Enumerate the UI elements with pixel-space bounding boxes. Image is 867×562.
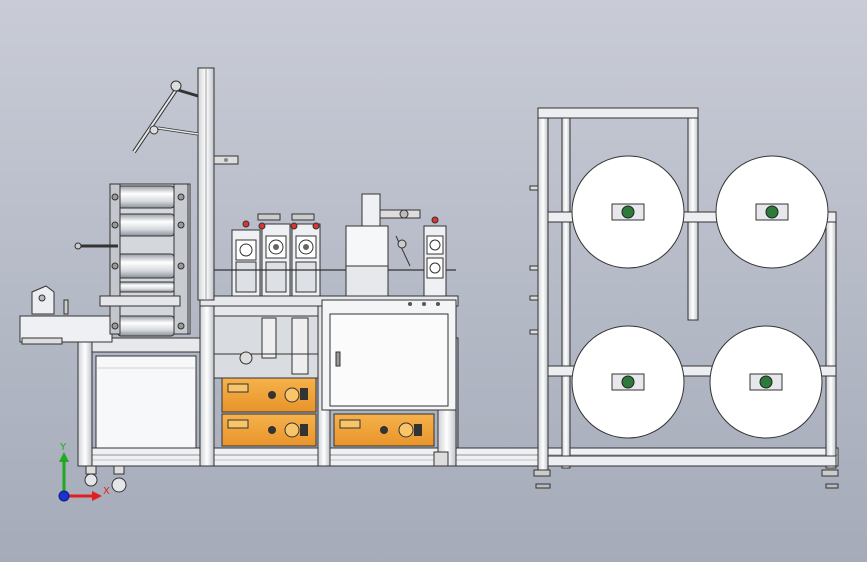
unwind-stand-frame [529, 107, 839, 489]
z-axis-dot [58, 490, 70, 502]
left-cabinet-panel [95, 355, 197, 449]
x-axis-label: X [103, 486, 110, 497]
drive-mechanism [213, 315, 319, 379]
material-roll-bottom-left [571, 325, 685, 439]
cutter-station [423, 216, 447, 297]
swing-arm [132, 80, 199, 154]
infeed-table [19, 285, 113, 345]
control-box-3 [333, 413, 435, 447]
welding-stations [214, 213, 456, 297]
axis-triad: Y X [58, 442, 110, 502]
tall-mast [197, 67, 239, 301]
material-roll-bottom-right [709, 325, 823, 439]
control-cabinet [321, 299, 457, 411]
control-box-1 [221, 377, 317, 413]
control-box-2 [221, 413, 317, 447]
material-roll-top-right [715, 155, 829, 269]
roller-tower [74, 183, 191, 337]
y-axis-label: Y [59, 442, 67, 453]
press-unit [345, 193, 421, 297]
caster-wheels [84, 451, 449, 493]
material-roll-top-left [571, 155, 685, 269]
